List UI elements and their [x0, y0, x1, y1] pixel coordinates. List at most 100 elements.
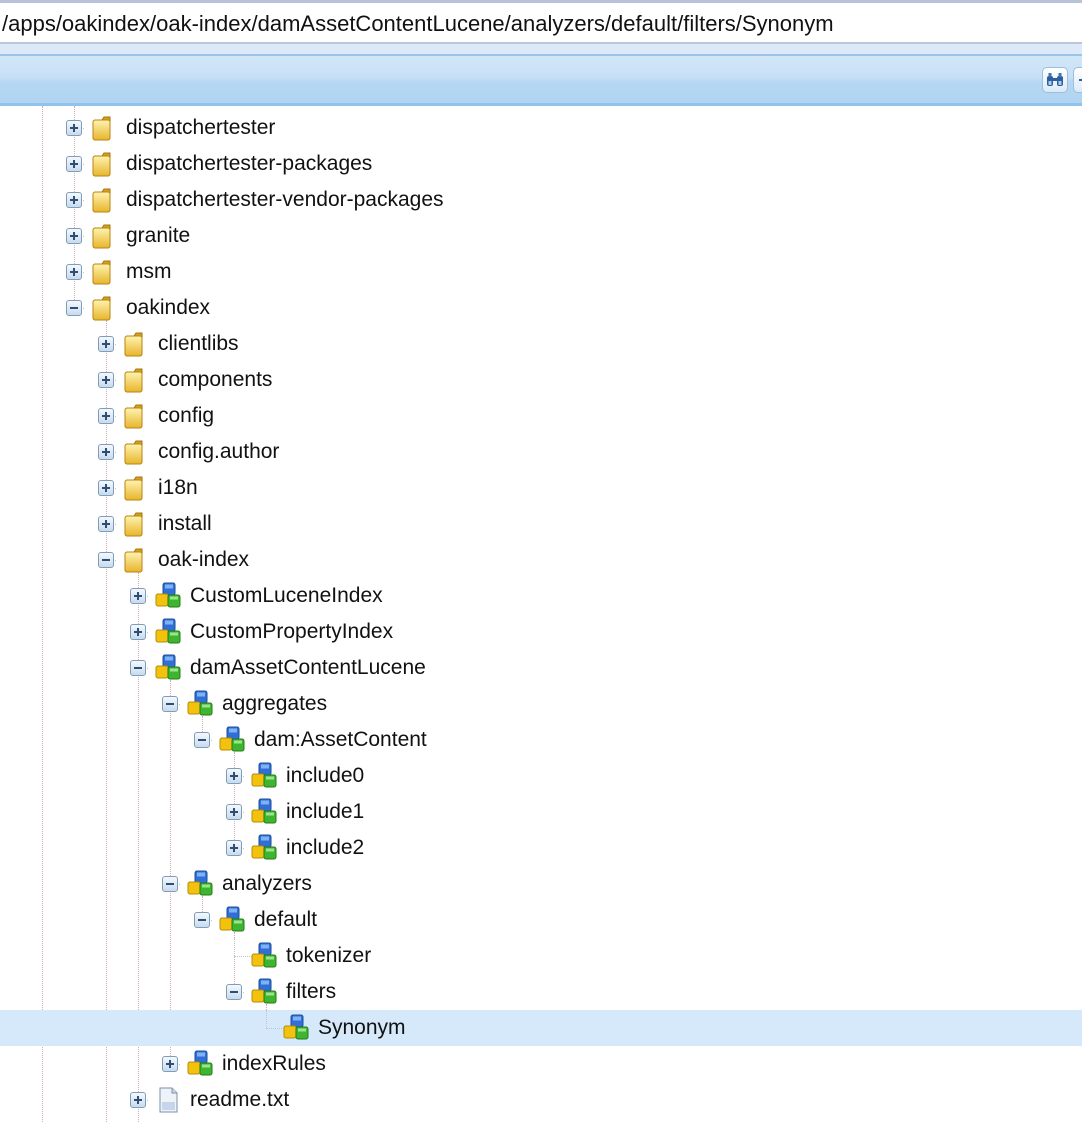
collapse-icon[interactable]	[162, 876, 178, 892]
tree-node[interactable]: oak-index	[0, 542, 1082, 578]
expand-icon[interactable]	[66, 192, 82, 208]
expand-icon[interactable]	[66, 264, 82, 280]
tree-node-label[interactable]: filters	[286, 980, 337, 1003]
folder-icon	[90, 222, 118, 250]
node-icon	[154, 582, 182, 610]
tree-guide-line	[202, 716, 203, 732]
tree-node[interactable]: msm	[0, 254, 1082, 290]
tree-node[interactable]: damAssetContentLucene	[0, 650, 1082, 686]
tree-node[interactable]: indexRules	[0, 1046, 1082, 1082]
expand-icon[interactable]	[226, 840, 242, 856]
expand-icon[interactable]	[98, 516, 114, 532]
expand-icon[interactable]	[98, 372, 114, 388]
tree-node[interactable]: Synonym	[0, 1010, 1082, 1046]
tree-node[interactable]: granite	[0, 218, 1082, 254]
tree-node[interactable]: dispatchertester-packages	[0, 146, 1082, 182]
tree-node[interactable]: clientlibs	[0, 326, 1082, 362]
tree-node-label[interactable]: CustomLuceneIndex	[190, 584, 383, 607]
tree-node-label[interactable]: tokenizer	[286, 944, 372, 967]
tree-node[interactable]: include2	[0, 830, 1082, 866]
tree-node[interactable]: tokenizer	[0, 938, 1082, 974]
tree-node[interactable]: dispatchertester-vendor-packages	[0, 182, 1082, 218]
folder-icon	[90, 114, 118, 142]
tree-node-label[interactable]: default	[254, 908, 318, 931]
folder-icon	[90, 294, 118, 322]
tree-node[interactable]: CustomLuceneIndex	[0, 578, 1082, 614]
expand-icon[interactable]	[66, 120, 82, 136]
tree-node[interactable]: readme.txt	[0, 1082, 1082, 1118]
node-icon	[250, 798, 278, 826]
collapse-icon[interactable]	[66, 300, 82, 316]
tree-node-label[interactable]: include2	[286, 836, 365, 859]
tree-node[interactable]: filters	[0, 974, 1082, 1010]
tree-node[interactable]: install	[0, 506, 1082, 542]
expand-icon[interactable]	[66, 228, 82, 244]
tree-node[interactable]: include1	[0, 794, 1082, 830]
node-icon	[154, 618, 182, 646]
collapse-icon[interactable]	[194, 912, 210, 928]
tree-node[interactable]: dispatchertester	[0, 110, 1082, 146]
expand-icon[interactable]	[98, 480, 114, 496]
folder-icon	[122, 546, 150, 574]
expand-icon[interactable]	[66, 156, 82, 172]
path-input[interactable]	[0, 8, 1082, 40]
tree-node-label[interactable]: dispatchertester-vendor-packages	[126, 188, 444, 211]
tree-connector	[266, 1028, 284, 1029]
tree-node[interactable]: config	[0, 398, 1082, 434]
tree-node-label[interactable]: dispatchertester	[126, 116, 276, 139]
tree-node-label[interactable]: dam:AssetContent	[254, 728, 427, 751]
expand-icon[interactable]	[130, 1092, 146, 1108]
expand-icon[interactable]	[226, 768, 242, 784]
tree-node-label[interactable]: components	[158, 368, 273, 391]
tree-node[interactable]: i18n	[0, 470, 1082, 506]
tree-node-label[interactable]: clientlibs	[158, 332, 239, 355]
tree-node[interactable]: CustomPropertyIndex	[0, 614, 1082, 650]
tree-node-label[interactable]: aggregates	[222, 692, 328, 715]
tree-node[interactable]: oakindex	[0, 290, 1082, 326]
collapse-icon[interactable]	[162, 696, 178, 712]
collapse-icon[interactable]	[194, 732, 210, 748]
tree-guide-line	[106, 320, 107, 1122]
expand-icon[interactable]	[98, 408, 114, 424]
tree-node-label[interactable]: analyzers	[222, 872, 312, 895]
collapse-icon[interactable]	[130, 660, 146, 676]
expand-icon[interactable]	[130, 624, 146, 640]
tree-node-label[interactable]: Synonym	[318, 1016, 406, 1039]
expand-icon[interactable]	[162, 1056, 178, 1072]
tree-node[interactable]: include0	[0, 758, 1082, 794]
tree-connector	[266, 1010, 267, 1028]
tree-node[interactable]: analyzers	[0, 866, 1082, 902]
more-icon	[1079, 79, 1082, 81]
tree-node[interactable]: config.author	[0, 434, 1082, 470]
tree-guide-line	[42, 106, 43, 1122]
find-button[interactable]	[1042, 67, 1068, 93]
tree-node-label[interactable]: oak-index	[158, 548, 250, 571]
tree-node-label[interactable]: indexRules	[222, 1052, 326, 1075]
tree-node-label[interactable]: include1	[286, 800, 365, 823]
tree-node-label[interactable]: config.author	[158, 440, 280, 463]
collapse-icon[interactable]	[98, 552, 114, 568]
tree-node-label[interactable]: oakindex	[126, 296, 211, 319]
tree-node-label[interactable]: config	[158, 404, 215, 427]
tree-node-label[interactable]: granite	[126, 224, 191, 247]
tree-node-label[interactable]: i18n	[158, 476, 198, 499]
tree-node-label[interactable]: CustomPropertyIndex	[190, 620, 394, 643]
tree-node-label[interactable]: include0	[286, 764, 365, 787]
tree-node[interactable]: components	[0, 362, 1082, 398]
tree-node-label[interactable]: msm	[126, 260, 172, 283]
expand-icon[interactable]	[130, 588, 146, 604]
tree-node-label[interactable]: readme.txt	[190, 1088, 290, 1111]
expand-icon[interactable]	[98, 336, 114, 352]
tree-node[interactable]: aggregates	[0, 686, 1082, 722]
expand-icon[interactable]	[226, 804, 242, 820]
tree-node-label[interactable]: dispatchertester-packages	[126, 152, 373, 175]
collapse-icon[interactable]	[226, 984, 242, 1000]
tree-node[interactable]: default	[0, 902, 1082, 938]
expand-icon[interactable]	[98, 444, 114, 460]
tree-node[interactable]: dam:AssetContent	[0, 722, 1082, 758]
more-button[interactable]	[1073, 67, 1082, 93]
tree-node-label[interactable]: install	[158, 512, 212, 535]
tree-node-label[interactable]: damAssetContentLucene	[190, 656, 426, 679]
node-icon	[250, 942, 278, 970]
node-icon	[186, 690, 214, 718]
